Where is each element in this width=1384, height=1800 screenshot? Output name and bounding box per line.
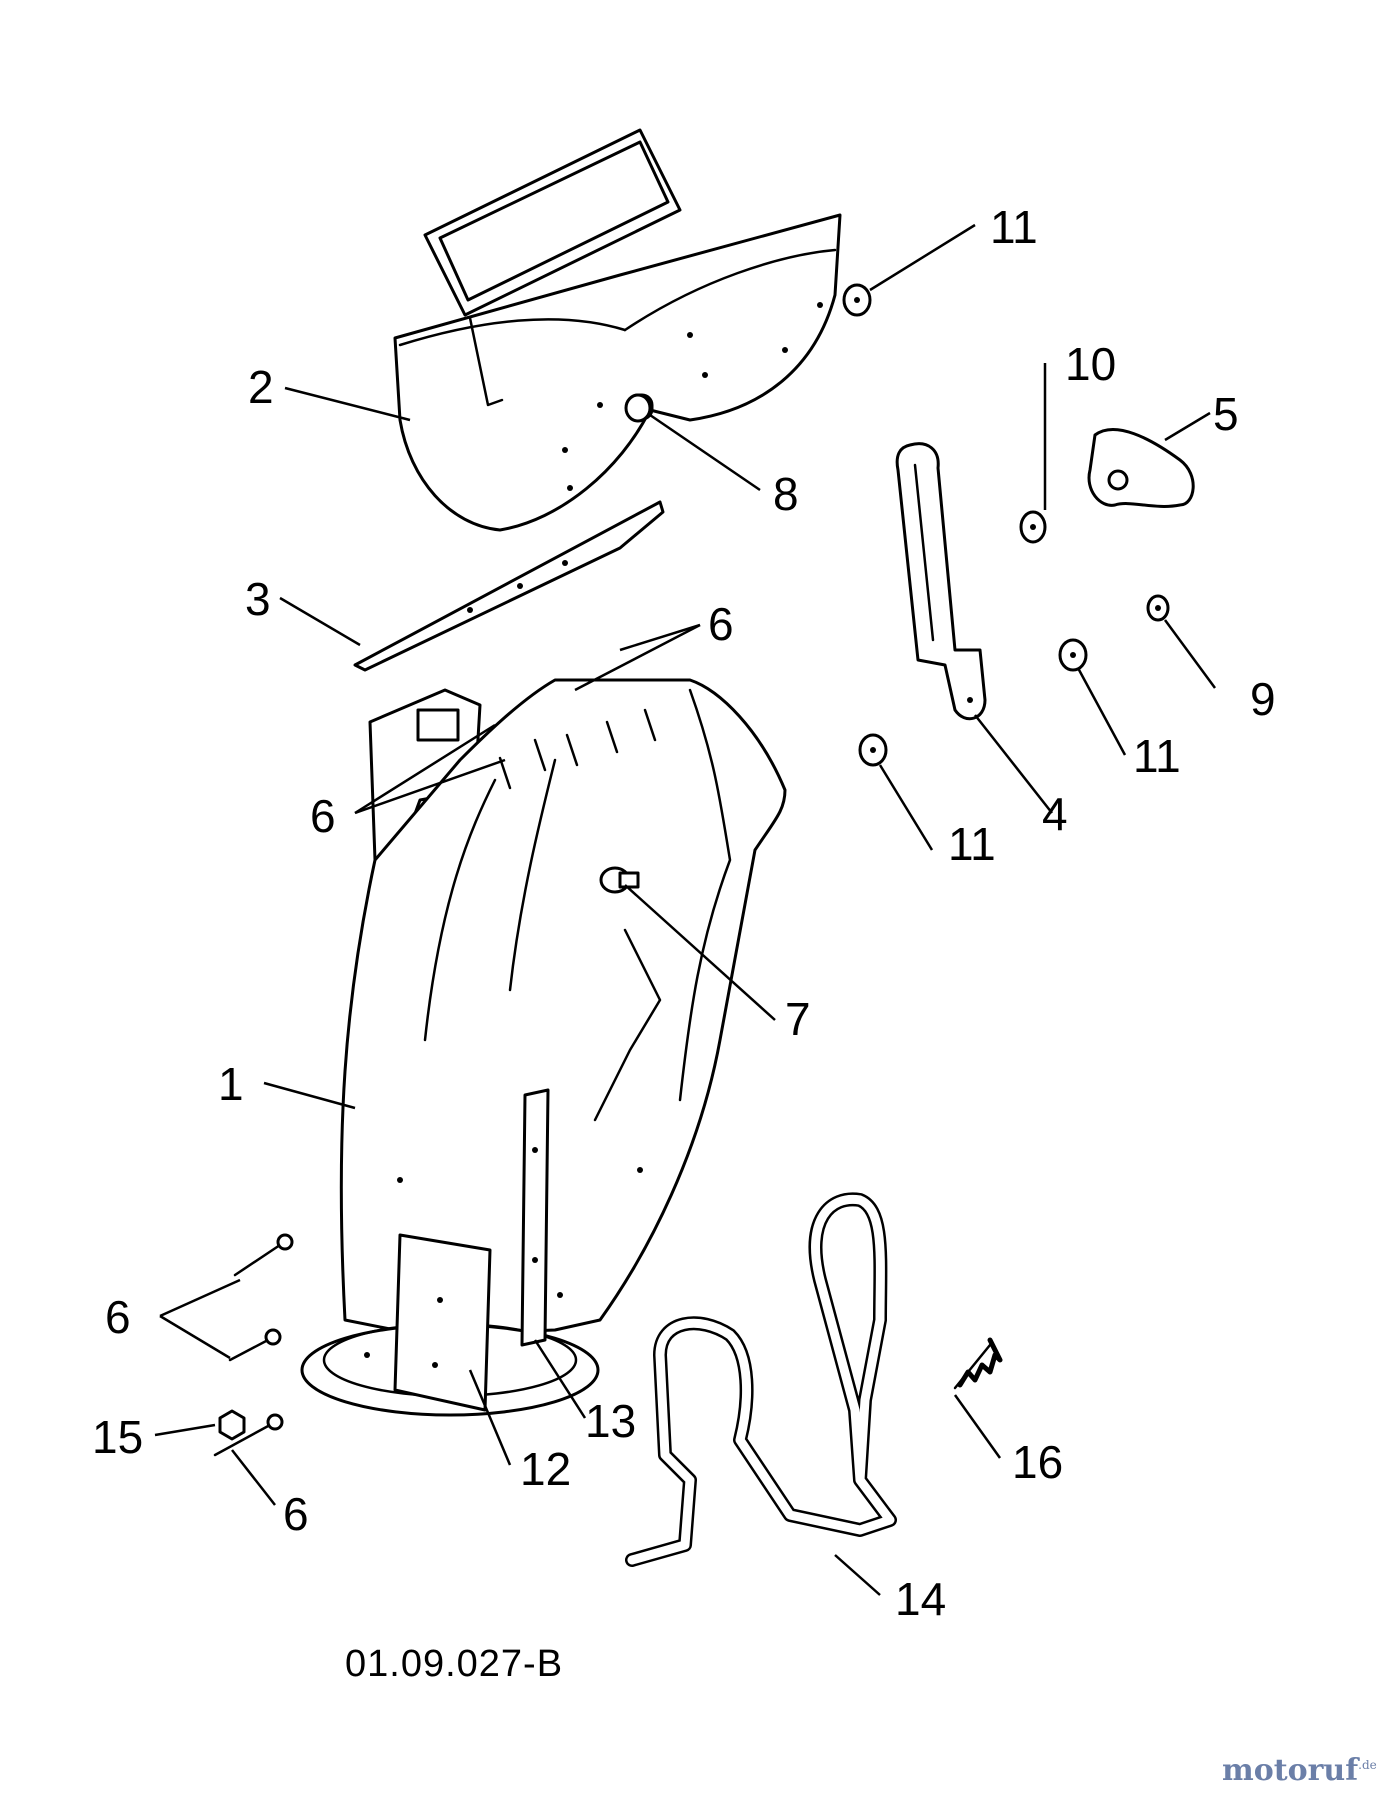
callout-6a: 6 [708, 598, 734, 650]
callout-2: 2 [248, 361, 274, 413]
part-14-crank-rod[interactable] [625, 1192, 897, 1567]
callout-6c: 6 [105, 1291, 131, 1343]
part-9-nut[interactable] [1146, 594, 1170, 622]
callout-13: 13 [585, 1395, 636, 1447]
part-5-handle-knob[interactable] [1087, 428, 1195, 508]
callout-labels: 1 2 3 4 5 6 6 6 6 7 8 9 10 11 11 11 12 1… [92, 201, 1276, 1625]
callout-10: 10 [1065, 338, 1116, 390]
part-2-deflector-hood[interactable] [393, 128, 842, 532]
part-7-knob[interactable] [599, 866, 640, 894]
callout-15: 15 [92, 1411, 143, 1463]
callout-11c: 11 [948, 818, 996, 870]
watermark-logo: motoruf.de [1222, 1753, 1377, 1788]
callout-4: 4 [1042, 788, 1068, 840]
part-11-washer-b[interactable] [1058, 638, 1088, 672]
callout-3: 3 [245, 573, 271, 625]
part-12-plate[interactable] [393, 1233, 492, 1412]
callout-11a: 11 [990, 201, 1038, 253]
callout-12: 12 [520, 1443, 571, 1495]
callout-8: 8 [773, 468, 799, 520]
part-6-rivets-left[interactable] [213, 1233, 294, 1457]
part-15-nut[interactable] [218, 1409, 246, 1441]
callout-11b: 11 [1133, 730, 1181, 782]
part-3-edge-strip[interactable] [353, 500, 665, 672]
part-8-knob[interactable] [624, 393, 652, 423]
callout-6d: 6 [283, 1488, 309, 1540]
callout-14: 14 [895, 1573, 946, 1625]
callout-9: 9 [1250, 673, 1276, 725]
callout-7: 7 [785, 993, 811, 1045]
part-13-plate[interactable] [520, 1088, 550, 1347]
callout-16: 16 [1012, 1436, 1063, 1488]
leader-lines [154, 223, 1217, 1596]
part-11-washer-c[interactable] [858, 733, 888, 767]
callout-5: 5 [1213, 388, 1239, 440]
part-4-bracket[interactable] [895, 442, 987, 721]
part-11-washer-a[interactable] [842, 283, 872, 317]
part-16-spring[interactable] [953, 1337, 1003, 1390]
watermark-name: motoruf [1222, 1753, 1359, 1788]
watermark-tld: .de [1358, 1758, 1377, 1772]
part-10-washer[interactable] [1019, 510, 1047, 544]
drawing-code: 01.09.027-B [345, 1643, 564, 1685]
part-6-rivets-top[interactable] [498, 708, 657, 790]
callout-6b: 6 [310, 790, 336, 842]
part-1-chute-body[interactable] [300, 678, 787, 1417]
callout-1: 1 [218, 1058, 244, 1110]
